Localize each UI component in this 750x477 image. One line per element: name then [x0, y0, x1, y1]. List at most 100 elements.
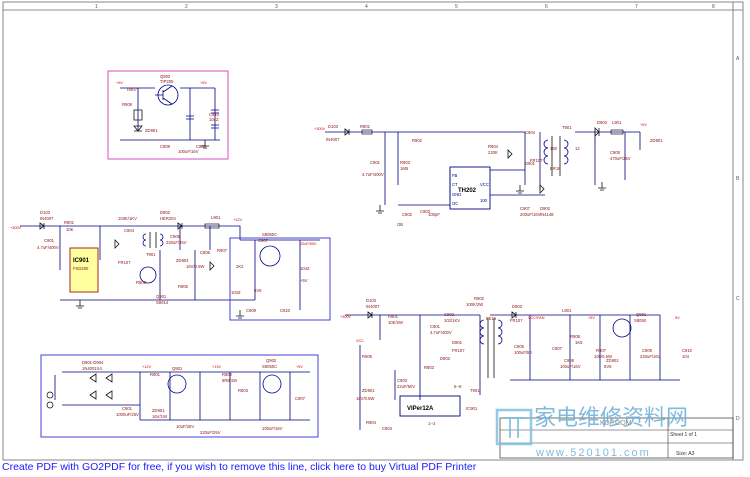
transistor-symbol	[262, 374, 282, 394]
label-pwr-in: +9V	[116, 81, 123, 85]
ic-th202	[449, 166, 491, 210]
label-zd901: ZD901	[650, 138, 663, 143]
label-220k: 220K	[488, 150, 498, 155]
label-r902: R902	[412, 138, 423, 143]
label-r901: R901	[388, 314, 399, 319]
label-5v: 22uF/50V	[300, 242, 317, 246]
label-zd902: ZD902	[606, 358, 619, 363]
label-r906: R906	[362, 354, 373, 359]
label-q901: Q901	[156, 294, 167, 299]
label-220uf: 220uF/16V	[640, 354, 661, 359]
label-104: 104	[682, 354, 690, 359]
pin-gnd: OC	[452, 201, 458, 206]
pdf-footer-banner[interactable]: Create PDF with GO2PDF for free, if you …	[2, 461, 477, 473]
label-r903: R903	[238, 388, 249, 393]
label-100uf: 100uF/16V	[178, 149, 199, 154]
label-c907: C907	[520, 206, 531, 211]
label-100uf16: 100uF/16V	[560, 364, 581, 369]
label-r903: R903	[400, 160, 411, 165]
watermark-url: www.520101.com	[535, 447, 651, 459]
label-zd901: ZD901	[145, 128, 158, 133]
label-c909: C909	[196, 144, 207, 149]
label-r901-val: 10K	[66, 227, 74, 232]
label-100uf50: 100uF/50	[514, 350, 532, 355]
ic-ic901-label: IC901	[73, 258, 90, 264]
label-d903: D903	[512, 304, 523, 309]
label-c907: 104Z	[231, 290, 241, 295]
circuit-top-right: TH202 FB CT GND OC VCC 100 +300V +5V D10…	[314, 120, 663, 227]
circuit-bottom-left: D901-D904 1N4001X4 +12V R901 C901 1000uF…	[40, 354, 319, 438]
label-d103: D103	[40, 210, 51, 215]
grid-col-label: 3	[275, 4, 278, 10]
label-zd901: ZD901	[152, 408, 165, 413]
label-c910: C910	[209, 112, 220, 117]
label-r901: R901	[64, 220, 75, 225]
grid-row-label: B	[736, 176, 740, 182]
label-c905-val: 220uF/25V	[166, 240, 187, 245]
label-r901-val: 10K/2W	[388, 320, 403, 325]
label-c901: C901	[370, 160, 381, 165]
label-c907: C907	[295, 396, 306, 401]
ic-ic901-sub: FSD200	[73, 266, 89, 271]
label-c906: C906	[200, 250, 211, 255]
circuit-frame-blue-mid	[229, 237, 331, 321]
label-q901: Q901	[636, 312, 647, 317]
label-r902: R902	[222, 372, 233, 377]
grid-col-label: 6	[545, 4, 548, 10]
label-16v: 16V/0.5W	[186, 264, 204, 269]
label-diodes: D901-D904	[82, 360, 104, 365]
label-ee16: EE16	[486, 316, 497, 321]
title-block: Sheet 1 of 1 Size: A3	[499, 417, 734, 459]
label-d902: D902	[540, 206, 551, 211]
circuit-middle-left: IC901 FSD200 +300V +12V 22uF/50V D103 IN…	[10, 210, 331, 321]
label-103k: 103K/1KV	[118, 216, 137, 221]
label-in4148: IN4148	[540, 212, 554, 217]
sheet-size: Size: A3	[676, 451, 695, 457]
label-l901: L901	[562, 308, 572, 313]
label-100: OB	[397, 222, 403, 227]
grid-row-label: D	[736, 416, 740, 422]
label-c903: C903	[397, 378, 408, 383]
label-q902: Q902	[266, 358, 277, 363]
label-t901: T901	[562, 125, 572, 130]
label-c904: C904	[382, 426, 393, 431]
label-tip205: TIP205	[160, 79, 174, 84]
label-22uf: 22uF/50V	[397, 384, 415, 389]
label-300v: +300V	[10, 226, 22, 230]
label-c903-val: 220uF/25V	[200, 430, 221, 435]
transistor-symbol	[139, 266, 157, 284]
grid-col-label: 1	[95, 4, 98, 10]
label-d903: D903	[597, 120, 608, 125]
label-c904: C904	[124, 228, 135, 233]
circuit-bottom-right: VIPer12A IC901 +300V D103 IN4007 R901 10…	[340, 296, 693, 431]
label-100pf: 100pF	[428, 212, 440, 217]
pin-ct: GND	[452, 192, 461, 197]
label-5v-b: 5V	[675, 316, 680, 320]
label-t901: T901	[146, 252, 156, 257]
pin-oc: VCC	[480, 182, 489, 187]
label-d103: D103	[328, 124, 339, 129]
label-q902: Q902	[160, 74, 171, 79]
label-her204: HER204	[160, 216, 176, 221]
label-1m5: 1M5	[400, 166, 409, 171]
grid-col-label: 7	[635, 4, 638, 10]
label-c904: C904	[525, 130, 536, 135]
label-104z: 104Z	[209, 117, 219, 122]
label-5v: +5V	[640, 123, 647, 127]
transistor-symbol	[167, 374, 187, 394]
label-l901: L901	[211, 215, 221, 220]
label-1n4001: 1N4001X4	[82, 366, 102, 371]
label-c901: C901	[122, 406, 133, 411]
grid-row-label: C	[736, 296, 740, 302]
label-r903: R903	[136, 280, 147, 285]
label-c902: C902	[402, 212, 413, 217]
label-c902: C902	[444, 312, 455, 317]
label-c910: 104Z	[300, 266, 310, 271]
label-r902: R902	[474, 296, 485, 301]
label-200uf: 200uF/16V	[520, 212, 541, 217]
label-fr107-3: FR107	[510, 318, 523, 323]
label-6r8: 6R8/1W	[222, 378, 237, 383]
label-r901: R901	[360, 124, 371, 129]
label-c909-val: C910	[280, 308, 291, 313]
ic-th202-label: TH202	[458, 188, 477, 194]
